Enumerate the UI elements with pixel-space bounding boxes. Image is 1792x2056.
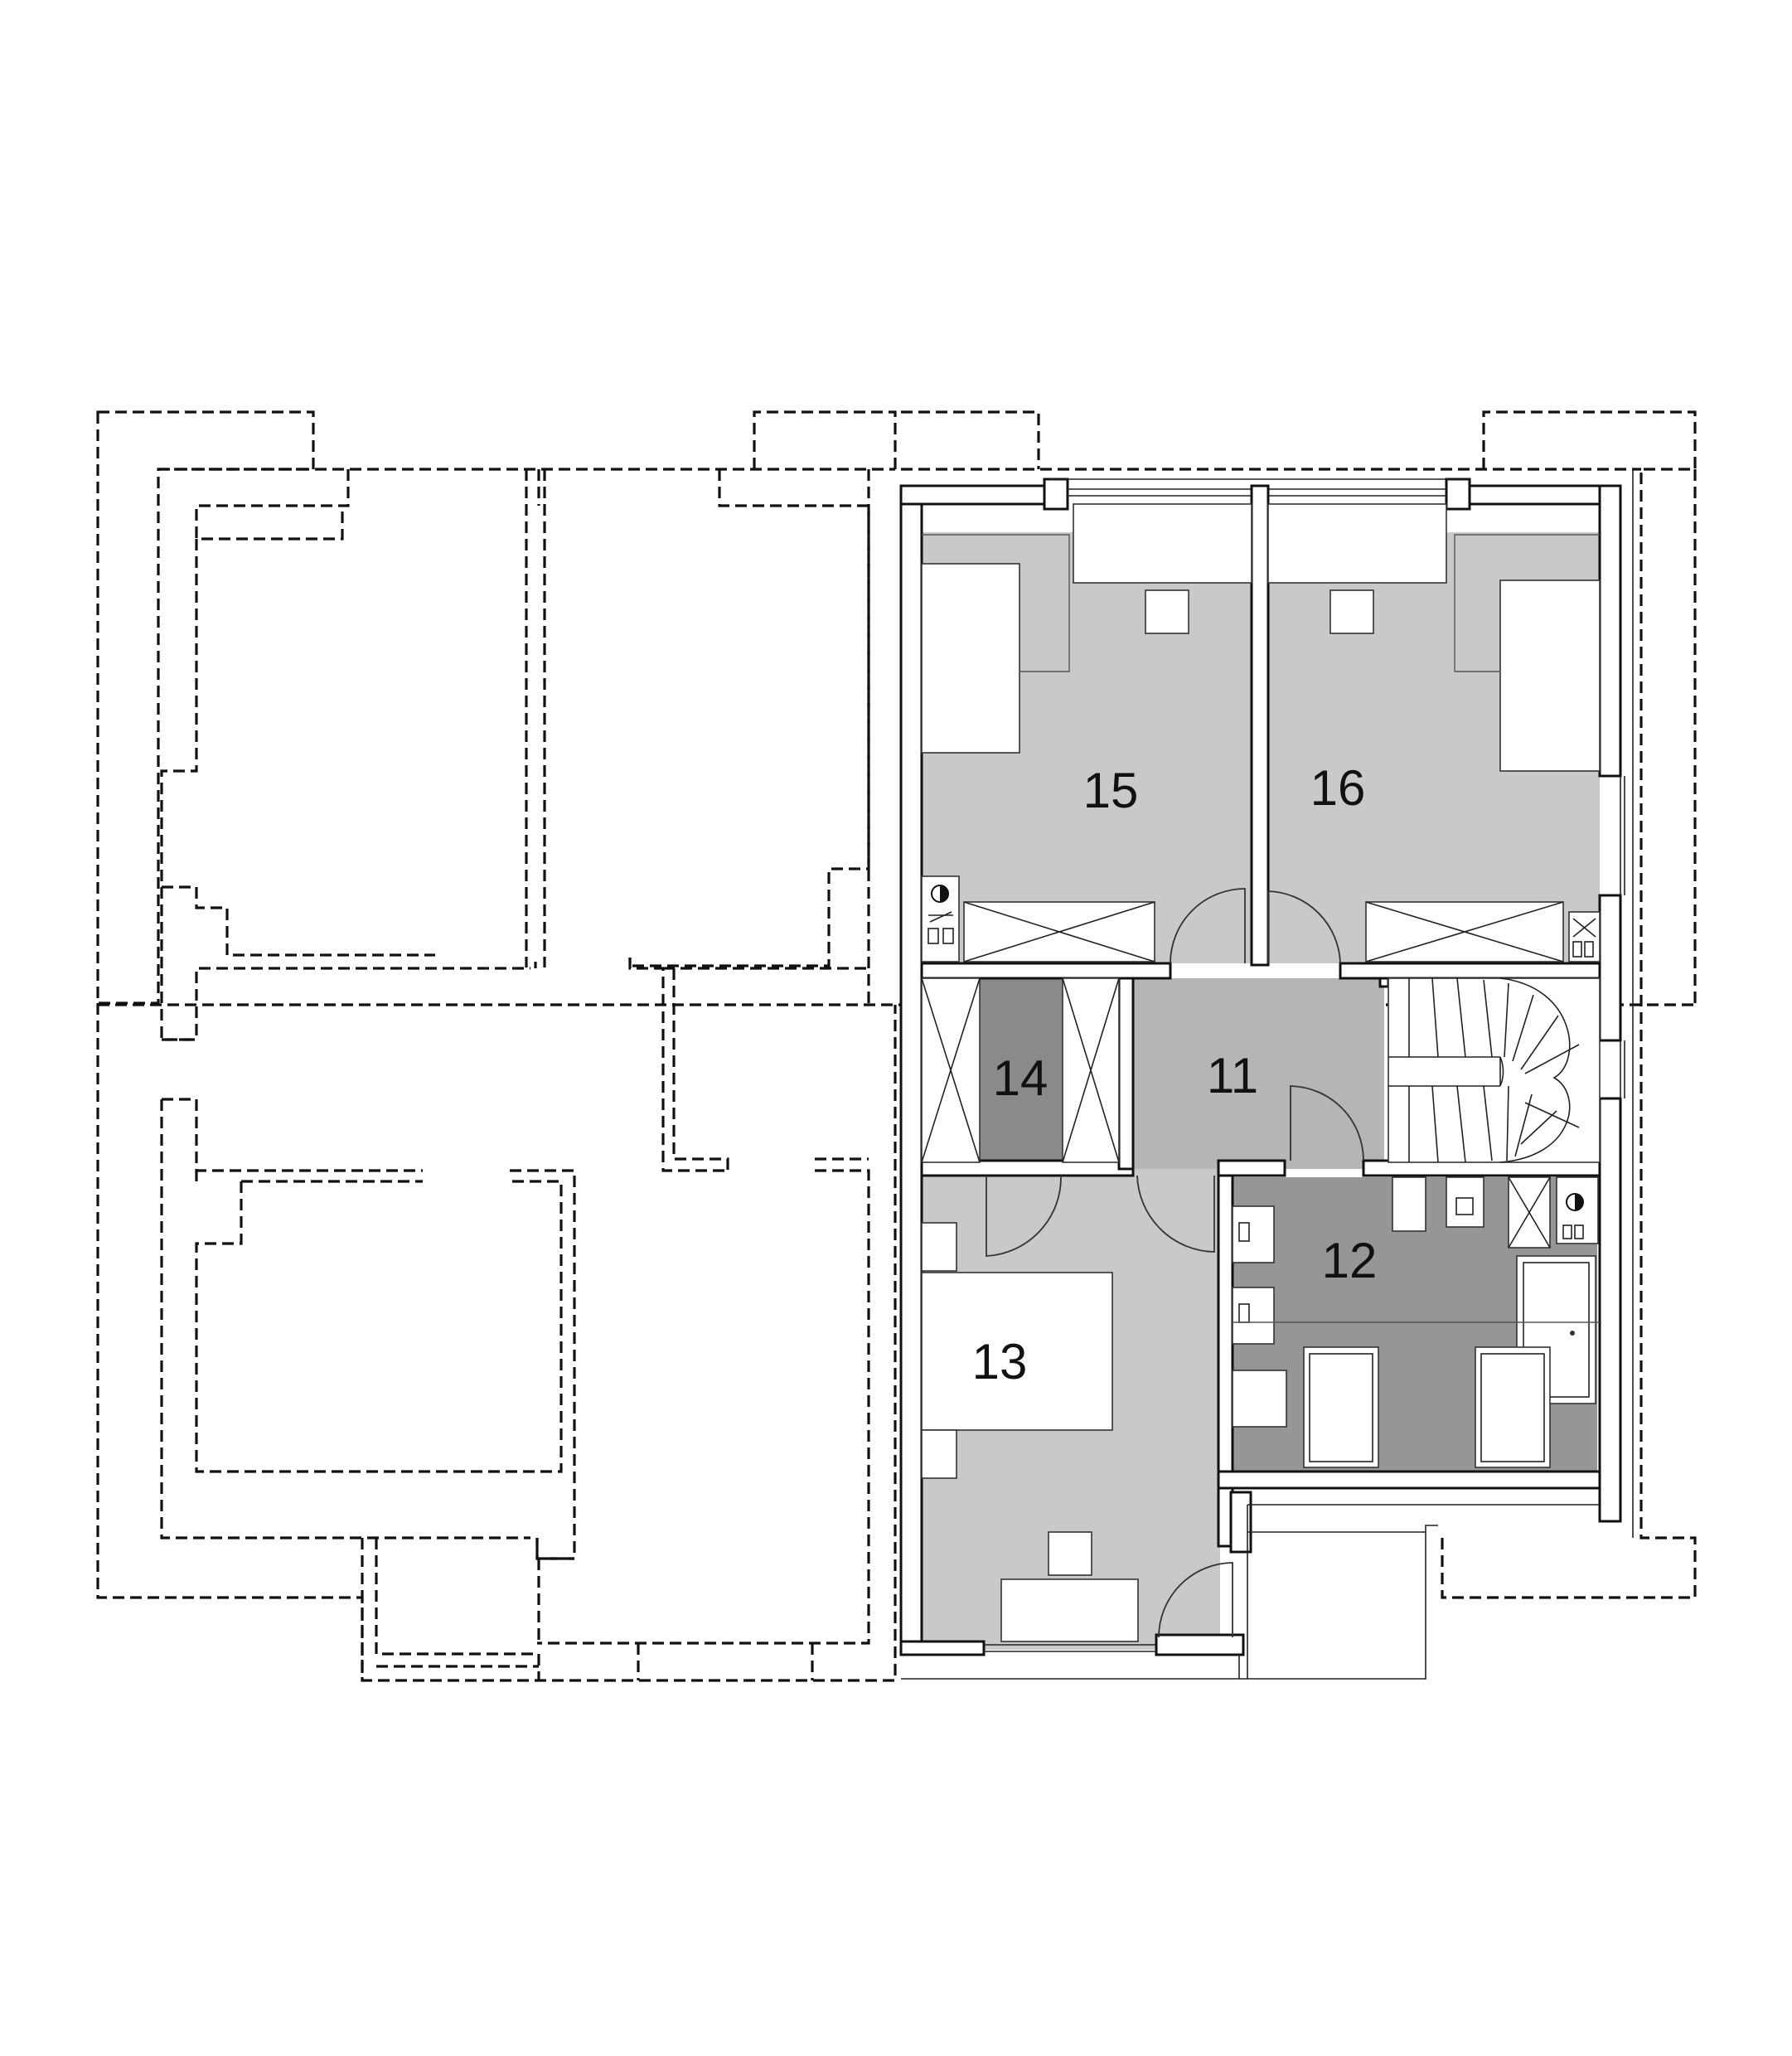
chair-15: [1145, 589, 1189, 634]
chair-16: [1329, 589, 1374, 634]
room-13-label: 13: [972, 1334, 1028, 1389]
bed-13: [921, 1272, 1113, 1431]
bed-12a: [1303, 1346, 1379, 1468]
bidet: [1446, 1176, 1484, 1228]
room-13-furniture: [921, 1222, 1233, 1642]
room-11-stairs: [1290, 977, 1601, 1163]
bed-15: [921, 563, 1020, 754]
bathtub: [1516, 1255, 1596, 1404]
room-12-label: 12: [1322, 1233, 1378, 1288]
bed-12b: [1475, 1346, 1551, 1468]
desk-15: [1073, 503, 1252, 584]
chair-13: [1048, 1531, 1092, 1576]
nightstand-13a: [921, 1222, 957, 1272]
room-11-label: 11: [1207, 1048, 1258, 1103]
washer: [1232, 1370, 1287, 1428]
nightstand-13b: [921, 1429, 957, 1479]
roof-outline: [901, 410, 1697, 1599]
room-12-furniture: [1232, 1176, 1600, 1468]
neighbour-unit-outline: [96, 410, 1695, 1682]
desk-13: [1000, 1578, 1139, 1642]
bed-16: [1499, 579, 1601, 772]
toilet: [1392, 1176, 1426, 1232]
room-16-label: 16: [1310, 760, 1366, 816]
room-labels: 15 16 14 11 12 13: [972, 760, 1378, 1389]
room-11-area: [1131, 978, 1384, 1169]
room-15-furniture: [921, 503, 1252, 964]
staircase: [1388, 977, 1601, 1163]
room-14-label: 14: [993, 1050, 1049, 1106]
desk-16: [1267, 503, 1447, 584]
room-16-furniture: [1267, 503, 1601, 964]
room-14-area: [980, 978, 1063, 1169]
room-14-furniture: [921, 977, 1215, 1257]
room-15-label: 15: [1083, 763, 1139, 818]
